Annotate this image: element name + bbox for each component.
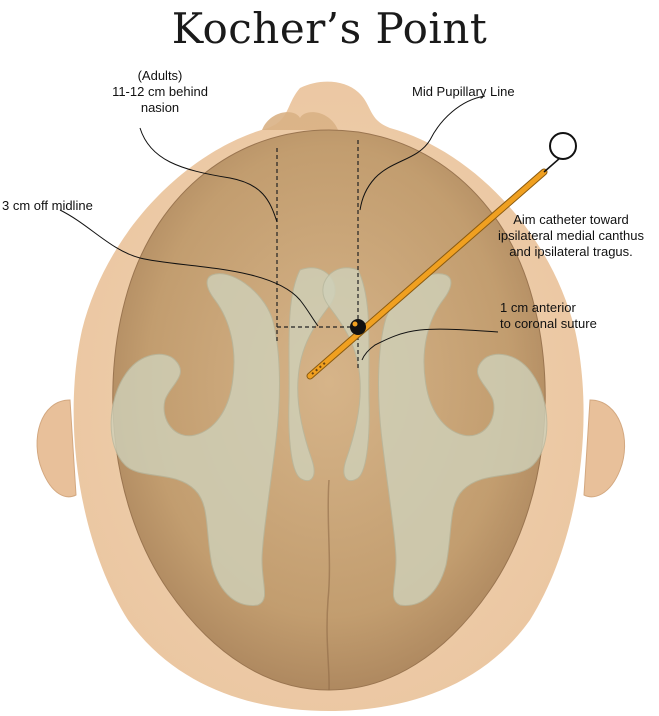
aim-line-3: and ipsilateral tragus. (509, 244, 633, 259)
catheter-shaft (307, 169, 547, 379)
adults-line-3: nasion (140, 100, 180, 115)
catheter-handle-ring (549, 132, 577, 160)
aim-line-1: Aim catheter toward (513, 212, 629, 227)
leader-off-midline (59, 209, 319, 327)
adults-note: (Adults) 11-12 cm behind nasion (95, 68, 225, 116)
sagittal-suture (326, 479, 331, 691)
leader-adults (139, 127, 278, 223)
left-ventricle (110, 273, 280, 606)
mid-pupillary-label: Mid Pupillary Line (412, 84, 515, 99)
catheter-stylet (543, 157, 561, 173)
coronal-line-1: 1 cm anterior (500, 300, 576, 315)
aim-line-2: ipsilateral medial canthus (498, 228, 644, 243)
kochers-point-marker (350, 319, 366, 335)
nose (262, 112, 338, 130)
off-midline-label: 3 cm off midline (2, 198, 93, 213)
right-ventricle (378, 273, 548, 606)
diagram-title: Kocher’s Point (171, 4, 488, 53)
leader-coronal (361, 328, 499, 361)
left-ear (36, 399, 77, 498)
coronal-note: 1 cm anterior to coronal suture (500, 300, 597, 332)
coronal-line-2: to coronal suture (500, 316, 597, 331)
aim-note: Aim catheter toward ipsilateral medial c… (485, 212, 657, 260)
adults-line-1: (Adults) (137, 68, 183, 83)
leader-mid-pupillary (359, 95, 486, 211)
catheter-tip-holes (311, 361, 327, 375)
right-ear (583, 399, 626, 498)
adults-line-2: 11-12 cm behind (112, 84, 208, 99)
